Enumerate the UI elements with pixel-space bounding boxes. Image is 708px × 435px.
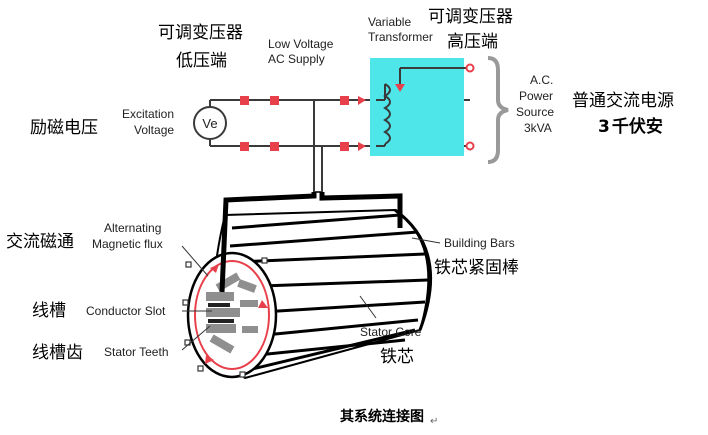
voltmeter: Ve — [193, 106, 227, 140]
meter-label: Ve — [202, 116, 217, 131]
teeth-label-en: Stator Teeth — [104, 345, 169, 359]
transformer-box — [370, 58, 464, 156]
building-bars — [229, 213, 429, 374]
ac-label-en-1: A.C. — [530, 73, 553, 87]
rim-bolts — [182, 257, 268, 378]
brace — [487, 56, 509, 164]
slot-label-zh: 线槽 — [32, 301, 66, 321]
excitation-label-zh: 励磁电压 — [30, 118, 98, 138]
wire-node — [340, 142, 349, 151]
lv-label-en-1: Low Voltage — [268, 37, 334, 51]
bars-label-zh: 铁芯紧固棒 — [434, 258, 519, 278]
hv-label-zh-2: 高压端 — [447, 32, 498, 52]
wiper-arrow — [395, 84, 405, 92]
excitation-cable — [219, 192, 317, 293]
vt-label-en-2: Transformer — [368, 30, 433, 44]
paragraph-mark-icon: ↵ — [430, 416, 438, 427]
variable-transformer — [370, 58, 475, 156]
stator-core — [182, 192, 433, 380]
flux-label-en-2: Magnetic flux — [92, 237, 163, 251]
core-label-en: Stator Core — [360, 325, 422, 339]
figure-caption: 其系统连接图 — [340, 408, 424, 425]
excitation-label-en-1: Excitation — [122, 107, 174, 121]
excitation-label-en-2: Voltage — [134, 123, 174, 137]
wire-nodes — [240, 96, 366, 151]
excitation-cable — [319, 192, 403, 228]
lv-label-zh-2: 低压端 — [176, 51, 227, 71]
terminal — [465, 63, 475, 73]
wire-node — [270, 96, 279, 105]
slot-label-en: Conductor Slot — [86, 304, 166, 318]
wire-node — [240, 96, 249, 105]
transformer-coil — [383, 83, 391, 145]
lv-label-zh-1: 可调变压器 — [158, 23, 243, 43]
wire-node — [240, 142, 249, 151]
ac-label-en-2: Power — [519, 89, 553, 103]
hv-label-zh-1: 可调变压器 — [428, 7, 513, 27]
wire-node — [270, 142, 279, 151]
arrow-node — [358, 142, 366, 151]
terminal — [465, 141, 475, 151]
vt-label-en-1: Variable — [368, 15, 411, 29]
flux-label-zh: 交流磁通 — [6, 232, 74, 252]
teeth-label-zh: 线槽齿 — [32, 343, 83, 363]
leader-lines — [181, 237, 441, 351]
ac-label-en-4: 3kVA — [524, 121, 552, 135]
flux-ring — [194, 260, 270, 370]
core-label-zh: 铁芯 — [380, 347, 414, 367]
ac-label-zh-1: 普通交流电源 — [572, 91, 674, 111]
wire-node — [340, 96, 349, 105]
lv-label-en-2: AC Supply — [268, 52, 325, 66]
conductor-slots — [208, 303, 234, 323]
flux-label-en-1: Alternating — [104, 221, 161, 235]
arrow-node — [358, 96, 366, 105]
bars-label-en: Building Bars — [444, 236, 515, 250]
ac-label-en-3: Source — [516, 105, 554, 119]
